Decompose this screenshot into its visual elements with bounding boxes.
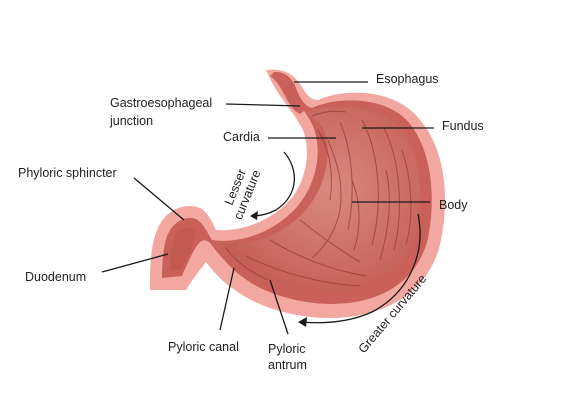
greater-curvature-arrow xyxy=(298,213,421,327)
lesser-curvature-arrow xyxy=(250,151,295,220)
leader-duodenum xyxy=(101,253,169,273)
label-pyloric-antrum-line2: antrum xyxy=(268,358,307,372)
label-phyloric-sphincter: Phyloric sphincter xyxy=(18,166,117,180)
label-cardia: Cardia xyxy=(223,130,260,144)
label-gastroesophageal-junction-line2: junction xyxy=(109,114,153,128)
mucosal-folds xyxy=(225,110,412,287)
leader-phyloric-sphincter xyxy=(133,177,185,221)
leader-pyloric-antrum xyxy=(269,279,289,335)
label-gastroesophageal-junction-line1: Gastroesophageal xyxy=(110,96,212,110)
label-pyloric-antrum-line1: Pyloric xyxy=(268,342,306,356)
stomach-lumen xyxy=(220,106,421,292)
label-body: Body xyxy=(439,198,468,212)
label-esophagus: Esophagus xyxy=(376,72,439,86)
duodenum-lumen xyxy=(170,227,196,270)
leader-gastroesophageal-junction xyxy=(225,103,301,107)
esophagus-tube xyxy=(270,72,308,114)
label-fundus: Fundus xyxy=(442,119,484,133)
leader-lines xyxy=(101,81,434,335)
label-duodenum: Duodenum xyxy=(25,270,86,284)
stomach-illustration xyxy=(150,69,446,318)
leader-pyloric-canal xyxy=(219,267,235,331)
label-pyloric-canal: Pyloric canal xyxy=(168,340,239,354)
